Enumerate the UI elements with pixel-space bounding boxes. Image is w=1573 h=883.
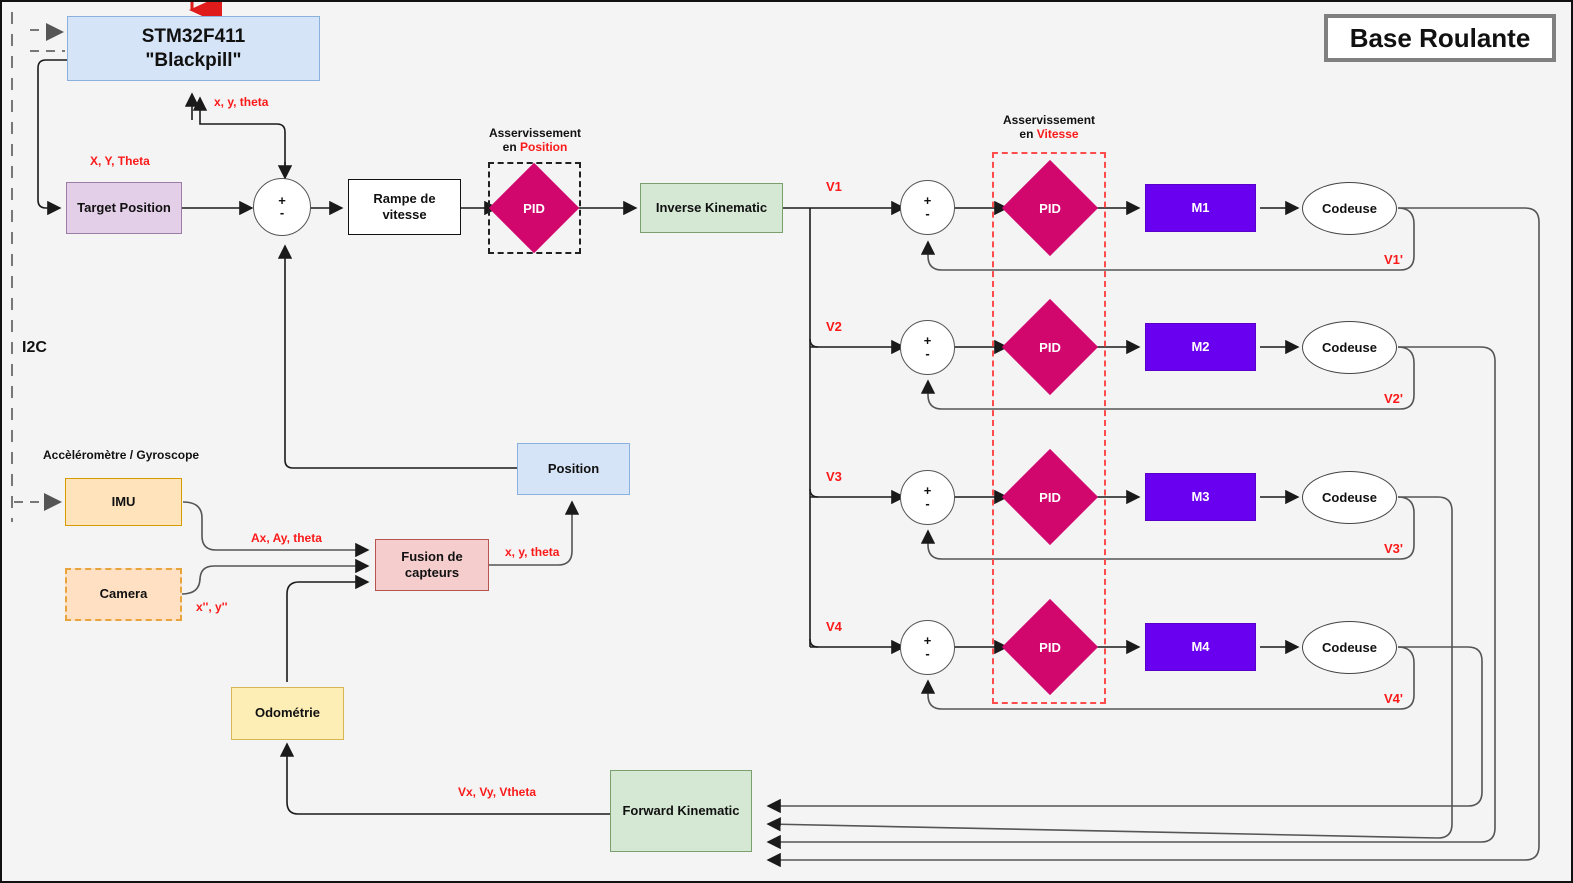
sum-plus-m4: +	[923, 633, 932, 649]
camera-label: Camera	[99, 586, 148, 602]
block-imu: IMU	[65, 478, 182, 526]
imu-label: IMU	[111, 493, 136, 509]
block-odometrie: Odométrie	[231, 687, 344, 740]
odometrie-label: Odométrie	[254, 705, 320, 721]
signal-v1: V1	[826, 179, 842, 194]
pid-m4-label: PID	[1039, 639, 1061, 655]
block-motor-m2: M2	[1145, 323, 1256, 371]
pid-m2: PID	[1001, 298, 1099, 396]
sum-junction-m2: + -	[900, 320, 955, 375]
encoder-m1-label: Codeuse	[1322, 201, 1377, 216]
asserv-vit-accent: Vitesse	[1036, 127, 1079, 141]
rampe-line1: Rampe de	[373, 190, 436, 206]
sum-plus: +	[278, 192, 286, 208]
motor-m3-label: M3	[1191, 488, 1210, 504]
block-position: Position	[517, 443, 630, 495]
encoder-m2-label: Codeuse	[1322, 340, 1377, 355]
asservissement-position-title: Asservissement en Position	[468, 126, 602, 154]
signal-v4-feedback: V4'	[1384, 691, 1403, 706]
signal-v2-feedback: V2'	[1384, 391, 1403, 406]
signal-feedback-xyt: x, y, theta	[214, 95, 269, 109]
sum-plus-m3: +	[923, 483, 932, 499]
motor-m2-label: M2	[1191, 338, 1210, 354]
sum-minus-m1: -	[925, 205, 930, 221]
pid-m1: PID	[1001, 159, 1099, 257]
block-forward-kinematic: Forward Kinematic	[610, 770, 752, 852]
encoder-m2: Codeuse	[1302, 321, 1397, 374]
block-mcu: STM32F411 "Blackpill"	[67, 16, 320, 81]
block-motor-m4: M4	[1145, 623, 1256, 671]
i2c-bus-label: I2C	[22, 339, 47, 356]
signal-v3: V3	[826, 469, 842, 484]
inverse-kinematic-label: Inverse Kinematic	[655, 199, 768, 215]
motor-m4-label: M4	[1191, 638, 1210, 654]
mcu-line2: "Blackpill"	[145, 49, 242, 71]
block-inverse-kinematic: Inverse Kinematic	[640, 183, 783, 233]
asserv-vit-line1: Asservissement	[1002, 113, 1096, 127]
sum-junction-m1: + -	[900, 180, 955, 235]
group-asservissement-vitesse	[992, 152, 1106, 704]
sum-junction-position: + -	[253, 178, 311, 236]
position-label: Position	[547, 460, 600, 476]
pid-m3: PID	[1001, 448, 1099, 546]
pid-position-label: PID	[523, 200, 545, 216]
signal-v2: V2	[826, 319, 842, 334]
diagram-title: Base Roulante	[1349, 22, 1531, 53]
signal-camera-out: x'', y''	[196, 600, 228, 614]
pid-m1-label: PID	[1039, 200, 1061, 216]
fusion-line2: capteurs	[404, 565, 460, 580]
sensor-group-label: Accèléromètre / Gyroscope	[43, 448, 200, 462]
encoder-m4: Codeuse	[1302, 621, 1397, 674]
encoder-m3: Codeuse	[1302, 471, 1397, 524]
asservissement-vitesse-title: Asservissement en Vitesse	[982, 113, 1116, 141]
sum-plus-m1: +	[923, 193, 932, 209]
pid-m3-label: PID	[1039, 489, 1061, 505]
signal-v4: V4	[826, 619, 842, 634]
target-position-label: Target Position	[77, 199, 171, 215]
signal-v1-feedback: V1'	[1384, 252, 1403, 267]
block-rampe-vitesse: Rampe de vitesse	[348, 179, 461, 235]
signal-v3-feedback: V3'	[1384, 541, 1403, 556]
sum-junction-m4: + -	[900, 620, 955, 675]
signal-imu-out: Ax, Ay, theta	[251, 531, 322, 545]
sum-junction-m3: + -	[900, 470, 955, 525]
sum-plus-m2: +	[923, 333, 932, 349]
mcu-line1: STM32F411	[141, 25, 246, 47]
block-camera: Camera	[65, 568, 182, 621]
block-motor-m3: M3	[1145, 473, 1256, 521]
motor-m1-label: M1	[1191, 199, 1210, 215]
asserv-vit-prefix: en	[1019, 127, 1037, 141]
sum-minus-m2: -	[925, 345, 930, 361]
rampe-line2: vitesse	[382, 207, 427, 222]
sum-minus-m3: -	[925, 495, 930, 511]
encoder-m3-label: Codeuse	[1322, 490, 1377, 505]
pid-m2-label: PID	[1039, 339, 1061, 355]
block-fusion-capteurs: Fusion de capteurs	[375, 539, 489, 591]
pid-m4: PID	[1001, 598, 1099, 696]
block-motor-m1: M1	[1145, 184, 1256, 232]
encoder-m4-label: Codeuse	[1322, 640, 1377, 655]
signal-fusion-out: x, y, theta	[505, 545, 560, 559]
pid-position: PID	[488, 162, 580, 254]
fusion-line1: Fusion de	[401, 548, 463, 564]
forward-kinematic-label: Forward Kinematic	[622, 802, 740, 818]
diagram-title-box: Base Roulante	[1324, 14, 1556, 62]
asserv-pos-line1: Asservissement	[488, 126, 582, 140]
asserv-pos-accent: Position	[520, 140, 568, 154]
sum-minus: -	[279, 205, 285, 220]
sum-minus-m4: -	[925, 645, 930, 661]
asserv-pos-prefix: en	[502, 140, 520, 154]
encoder-m1: Codeuse	[1302, 182, 1397, 235]
signal-target-xyt: X, Y, Theta	[90, 154, 150, 168]
block-target-position: Target Position	[66, 182, 182, 234]
signal-forward-out: Vx, Vy, Vtheta	[458, 785, 537, 799]
